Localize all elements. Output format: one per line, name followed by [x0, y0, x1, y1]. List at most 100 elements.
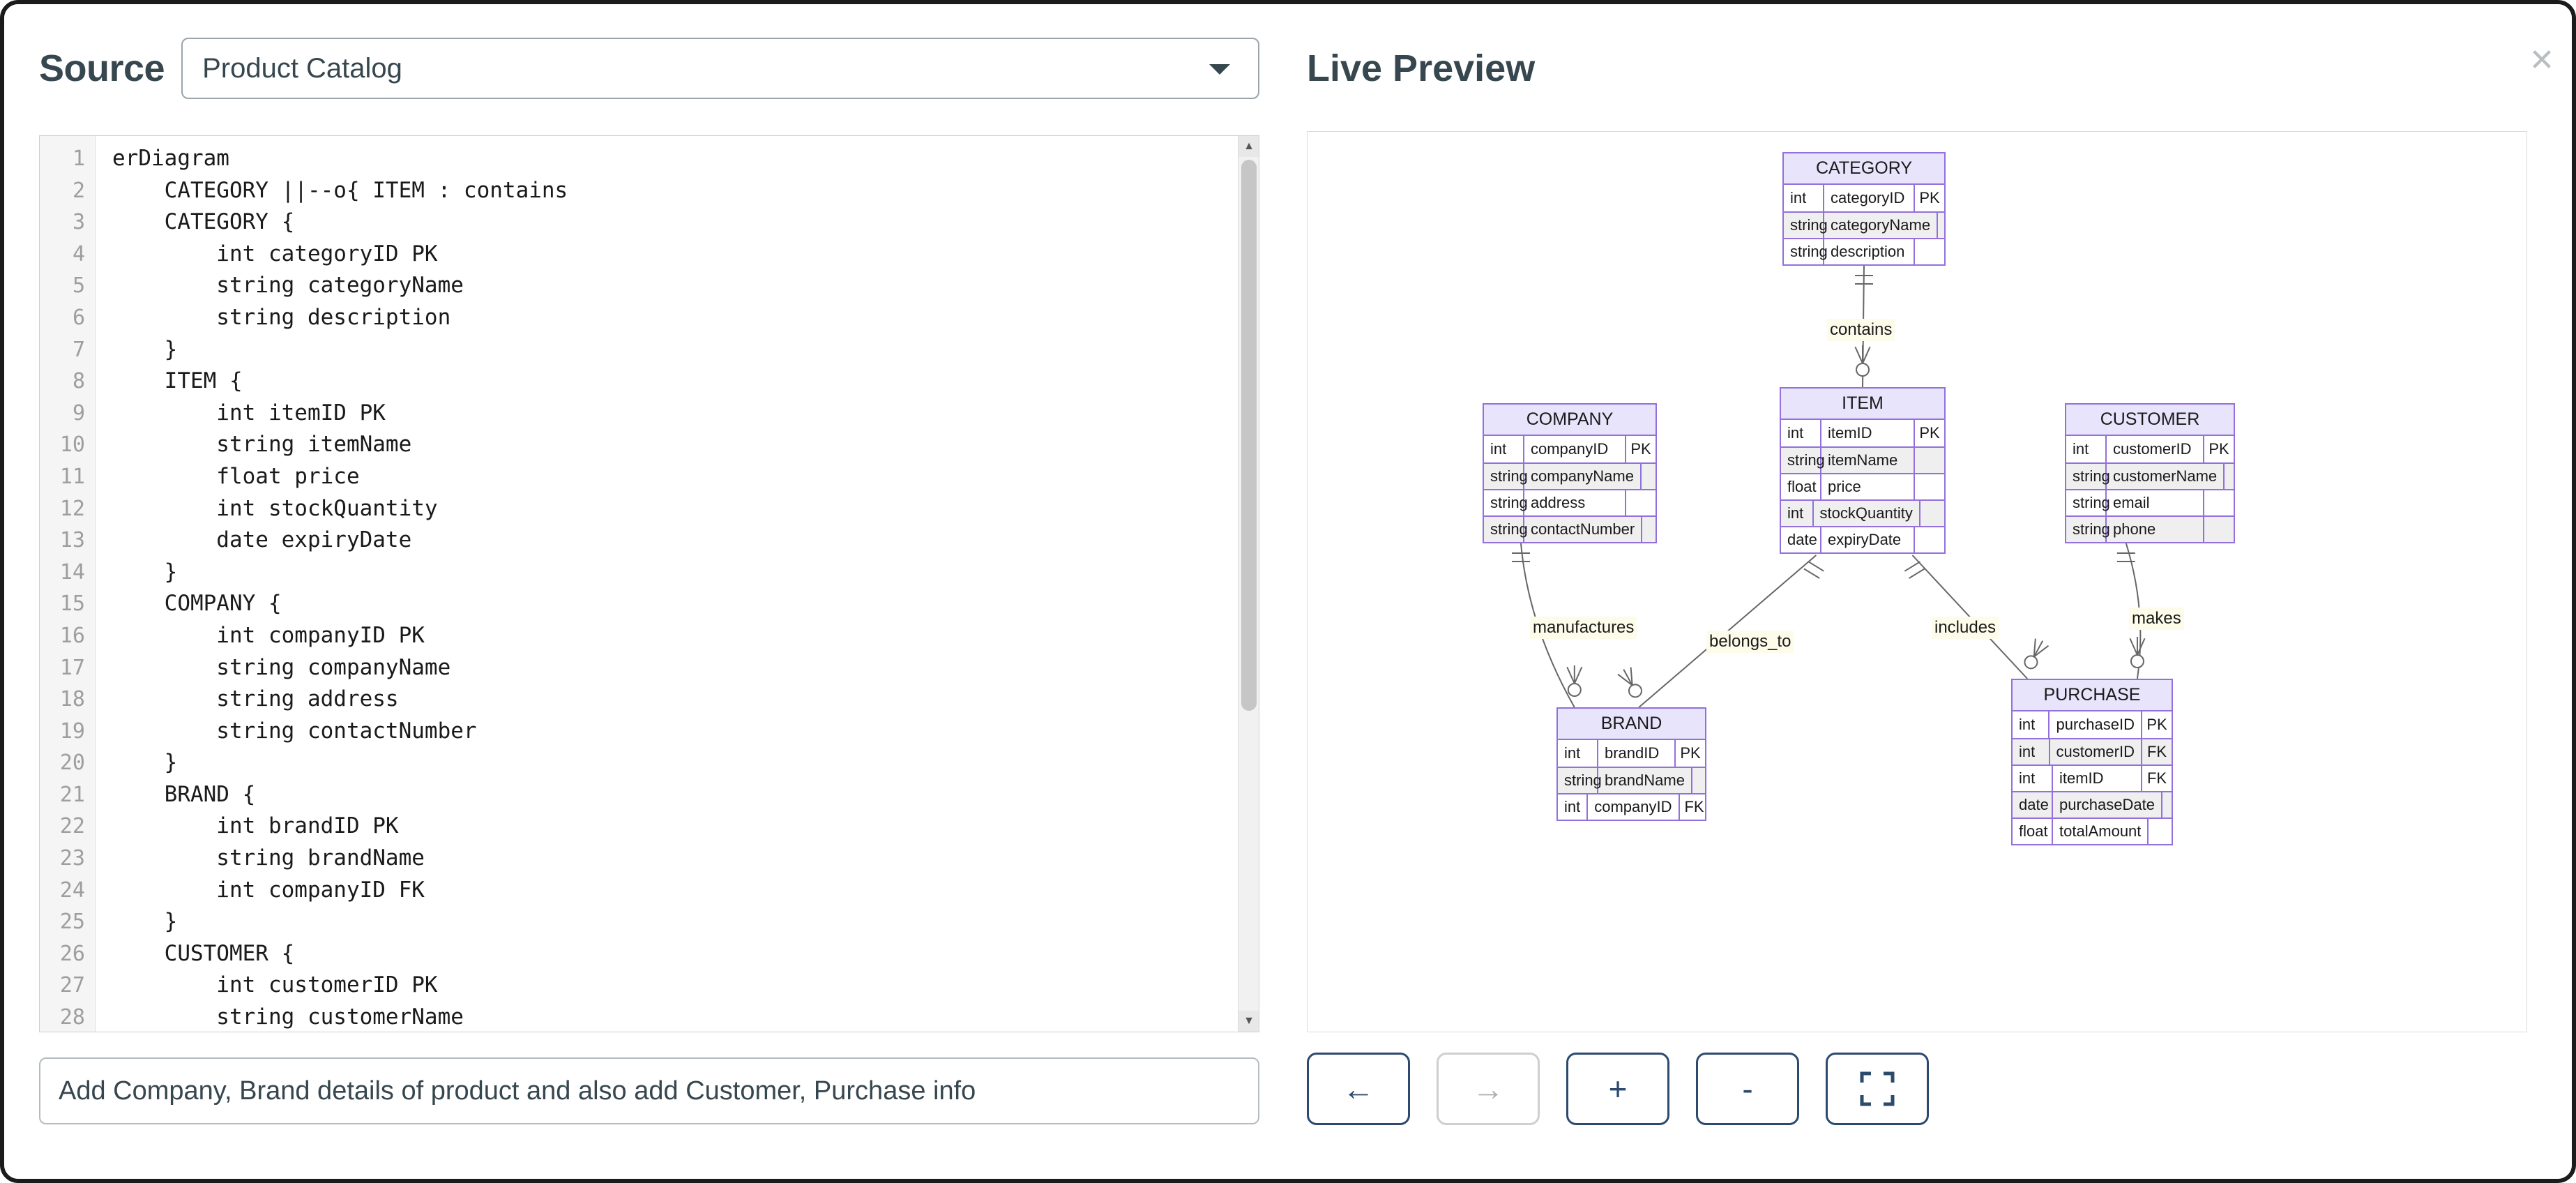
line-number: 12: [59, 496, 85, 521]
attribute-key: [2204, 517, 2234, 542]
preview-header: Live Preview: [1307, 38, 2555, 99]
attribute-type: date: [2013, 792, 2053, 817]
line-number: 21: [59, 782, 85, 807]
relationship-label: manufactures: [1530, 617, 1637, 639]
line-number: 18: [59, 687, 85, 712]
line-number: 3: [72, 210, 85, 235]
attribute-name: description: [1824, 239, 1915, 264]
line-number: 11: [59, 464, 85, 489]
code-line: string companyName: [112, 654, 451, 680]
attribute-name: categoryName: [1824, 213, 1939, 238]
attribute-name: phone: [2107, 517, 2204, 542]
scrollbar-thumb[interactable]: [1241, 160, 1257, 711]
attribute-name: companyID: [1588, 794, 1680, 820]
attribute-key: [1915, 448, 1944, 473]
attribute-type: int: [1558, 740, 1598, 767]
code-line: }: [112, 750, 178, 776]
relationship-label: belongs_to: [1706, 631, 1794, 653]
code-line: erDiagram: [112, 146, 229, 171]
crow-marker-foot: [1854, 346, 1863, 364]
crow-marker-circle: [1628, 684, 1642, 698]
editor-scrollbar[interactable]: ▲ ▼: [1238, 136, 1259, 1032]
code-line: int brandID PK: [112, 813, 399, 839]
prompt-input[interactable]: Add Company, Brand details of product an…: [39, 1057, 1259, 1124]
code-line: string customerName: [112, 1004, 464, 1030]
line-number: 10: [59, 432, 85, 458]
fit-screen-button[interactable]: [1826, 1053, 1929, 1125]
code-line: string address: [112, 686, 399, 712]
attribute-key: FK: [1684, 798, 1704, 815]
attribute-key: [1642, 517, 1656, 542]
zoom-in-button[interactable]: +: [1566, 1053, 1669, 1125]
scroll-down-icon[interactable]: ▼: [1238, 1011, 1259, 1032]
fullscreen-icon: [1860, 1071, 1895, 1106]
attribute-type: string: [1484, 464, 1528, 489]
code-line: string brandName: [112, 845, 425, 871]
attribute-key: [1642, 464, 1656, 489]
scroll-up-icon[interactable]: ▲: [1238, 136, 1259, 157]
attribute-key: [1938, 213, 1949, 238]
relationship-label: makes: [2129, 608, 2184, 630]
code-line: string categoryName: [112, 273, 464, 299]
crow-marker-foot: [2033, 640, 2044, 657]
attribute-name: email: [2107, 490, 2204, 515]
attribute-type: int: [1781, 501, 1814, 526]
attribute-type: string: [1784, 213, 1828, 238]
code-line: float price: [112, 463, 360, 489]
attribute-type: int: [2013, 766, 2053, 791]
code-line: int customerID PK: [112, 972, 438, 998]
attribute-name: customerID: [2050, 739, 2142, 764]
code-line: string itemName: [112, 432, 412, 458]
code-line: CATEGORY {: [112, 209, 295, 235]
pan-left-button[interactable]: ←: [1307, 1053, 1410, 1125]
attribute-type: string: [2066, 490, 2110, 515]
close-icon[interactable]: ✕: [2529, 43, 2555, 77]
attribute-name: stockQuantity: [1814, 501, 1920, 526]
attribute-key: [2162, 792, 2174, 817]
source-header: Source Product Catalog: [39, 38, 1259, 99]
attribute-key: PK: [2208, 440, 2229, 458]
pan-right-button: →: [1437, 1053, 1540, 1125]
attribute-key: PK: [1919, 189, 1940, 206]
entity-title: BRAND: [1558, 709, 1705, 740]
attribute-name: totalAmount: [2053, 819, 2149, 844]
attribute-key: PK: [1680, 744, 1701, 762]
attribute-type: int: [1484, 436, 1524, 462]
attribute-type: int: [2066, 436, 2107, 462]
attribute-key: [1915, 527, 1944, 552]
code-line: COMPANY {: [112, 591, 282, 617]
code-text-area[interactable]: erDiagram CATEGORY ||--o{ ITEM : contain…: [96, 136, 1259, 1032]
entity-title: CUSTOMER: [2066, 405, 2234, 436]
line-number: 23: [59, 846, 85, 871]
attribute-name: brandID: [1598, 740, 1676, 767]
diagram-select[interactable]: Product Catalog: [181, 38, 1259, 99]
code-line: string contactNumber: [112, 718, 477, 744]
attribute-type: int: [2013, 711, 2050, 738]
attribute-key: [1915, 474, 1944, 499]
attribute-type: string: [2066, 517, 2110, 542]
line-number: 20: [59, 751, 85, 776]
preview-title: Live Preview: [1307, 47, 1536, 89]
line-number: 5: [72, 273, 85, 299]
attribute-name: itemName: [1821, 448, 1915, 473]
entity-title: PURCHASE: [2013, 680, 2172, 711]
zoom-out-button[interactable]: -: [1696, 1053, 1799, 1125]
attribute-type: date: [1781, 527, 1821, 552]
attribute-type: string: [1484, 517, 1528, 542]
crow-marker-foot: [1573, 666, 1583, 684]
line-number: 24: [59, 877, 85, 903]
line-number: 27: [59, 973, 85, 998]
